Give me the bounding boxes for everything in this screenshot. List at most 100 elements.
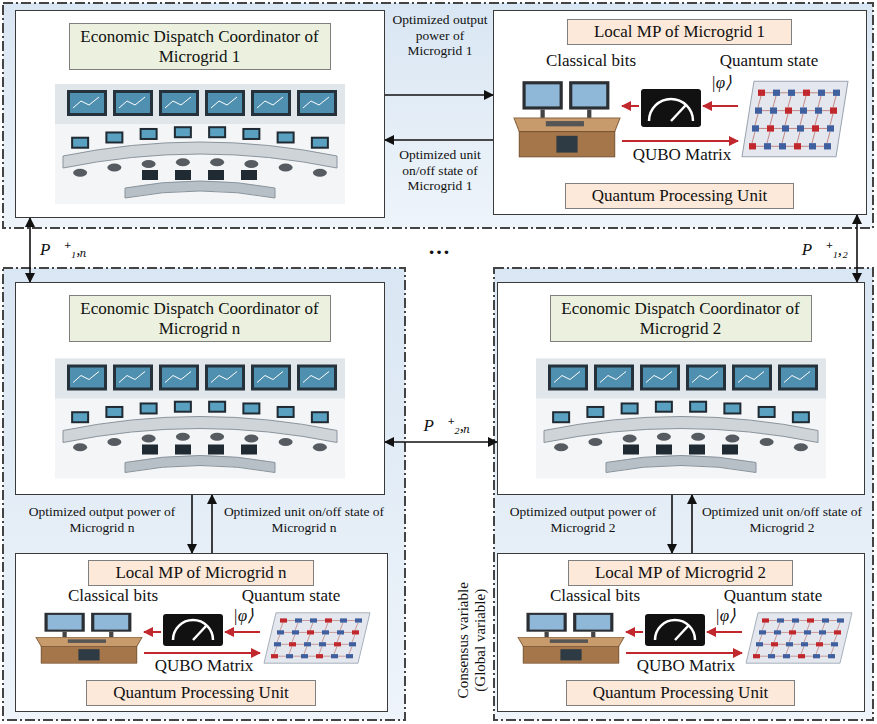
qubit	[316, 654, 323, 658]
room-floor	[55, 84, 345, 204]
wall-monitor	[251, 90, 291, 116]
monitor-screen	[554, 413, 568, 421]
connector-arrow	[671, 495, 673, 553]
computer-desk	[518, 613, 624, 663]
chip-wire	[782, 132, 785, 144]
chip-wire	[756, 646, 759, 654]
desk-monitor	[142, 170, 158, 180]
chair	[759, 438, 773, 446]
qubit	[827, 125, 834, 131]
qubit	[759, 630, 766, 634]
edge-label: Optimized output power of Microgrid n	[16, 504, 188, 535]
qubit	[819, 630, 826, 634]
coordinator-title: Economic Dispatch Coordinator of Microgr…	[69, 295, 331, 342]
keyboard	[68, 639, 106, 643]
meter-needle	[671, 105, 686, 122]
chip-wire	[815, 114, 818, 126]
chip-wire	[758, 96, 761, 108]
chip-wire	[837, 623, 840, 631]
connector-arrow	[385, 139, 493, 141]
meter-needle	[675, 625, 689, 640]
qubit	[770, 107, 777, 113]
monitor-screen	[73, 413, 87, 421]
front-desk	[606, 456, 756, 473]
qubit	[797, 125, 804, 131]
monitor-screen	[691, 403, 705, 411]
qpu-title: Quantum Processing Unit	[566, 680, 796, 706]
wall-monitor	[778, 365, 818, 391]
monitor-screen	[656, 403, 670, 411]
monitor-screen	[588, 408, 602, 416]
qubit	[824, 143, 831, 149]
qubit	[789, 630, 796, 634]
microgrid-panel	[3, 3, 873, 228]
meter-arc	[649, 99, 693, 121]
qubit	[349, 642, 356, 646]
monitor-screen	[689, 368, 723, 388]
quantum-state-symbol: |φ⟩	[711, 73, 732, 93]
monitor-screen	[175, 403, 189, 411]
coordinator-title: Economic Dispatch Coordinator of Microgr…	[550, 295, 812, 342]
qubit	[815, 107, 822, 113]
monitor-screen	[572, 84, 606, 106]
control-desk	[63, 417, 337, 443]
screen-chart	[211, 97, 237, 108]
desk-front	[41, 646, 136, 663]
chip-plate	[742, 81, 848, 157]
desk-monitor	[105, 406, 123, 418]
qubo-matrix-label: QUBO Matrix	[637, 656, 736, 676]
coordinator-title: Economic Dispatch Coordinator of Microgr…	[69, 23, 331, 70]
mp-title: Local MP of Microgrid 1	[567, 19, 792, 45]
chair	[312, 443, 326, 451]
chip-wire	[786, 646, 789, 654]
qubit	[767, 125, 774, 131]
quantum-chip	[264, 613, 370, 663]
connector-arrow	[856, 215, 858, 282]
meter-box	[645, 614, 705, 646]
chip-wire	[818, 96, 821, 108]
monitor-screen	[781, 368, 815, 388]
monitor-screen	[793, 413, 807, 421]
chip-wire	[767, 132, 770, 144]
signal-arrow	[622, 105, 639, 107]
monitor-stand	[109, 632, 113, 638]
chip-wire	[310, 623, 313, 631]
qubit	[768, 654, 775, 658]
desk-monitor	[139, 128, 157, 140]
wall-monitor	[205, 365, 245, 391]
classical-bits-label: Classical bits	[546, 51, 636, 71]
qubit	[346, 654, 353, 658]
signal-arrow	[707, 631, 742, 633]
qubit	[334, 642, 341, 646]
monitor-screen	[210, 128, 224, 136]
chair	[175, 158, 189, 166]
chair	[141, 160, 155, 168]
desk-monitor	[276, 406, 294, 418]
screen-chart	[73, 97, 99, 108]
chip-wire	[833, 96, 836, 108]
wall-monitor	[297, 365, 337, 391]
qpu-title: Quantum Processing Unit	[86, 680, 316, 706]
connector-arrow	[191, 495, 193, 553]
monitor-screen	[141, 130, 155, 138]
desk-monitor	[208, 445, 224, 455]
qubit	[785, 107, 792, 113]
qubit	[307, 630, 314, 634]
qubit	[828, 654, 835, 658]
monitor-screen	[107, 133, 121, 141]
quantum-chip	[742, 81, 848, 157]
qubit	[774, 630, 781, 634]
chip-wire	[803, 96, 806, 108]
desk-monitor	[241, 445, 257, 455]
desk-monitor	[586, 406, 604, 418]
chair	[588, 438, 602, 446]
screen-chart	[738, 372, 764, 383]
chip-wire	[292, 635, 295, 643]
meter-needle	[193, 625, 207, 640]
chip-wire	[295, 623, 298, 631]
qubit	[804, 630, 811, 634]
qubit	[752, 125, 759, 131]
wall-monitor	[686, 365, 726, 391]
chip-wire	[349, 646, 352, 654]
chip-wire	[773, 96, 776, 108]
